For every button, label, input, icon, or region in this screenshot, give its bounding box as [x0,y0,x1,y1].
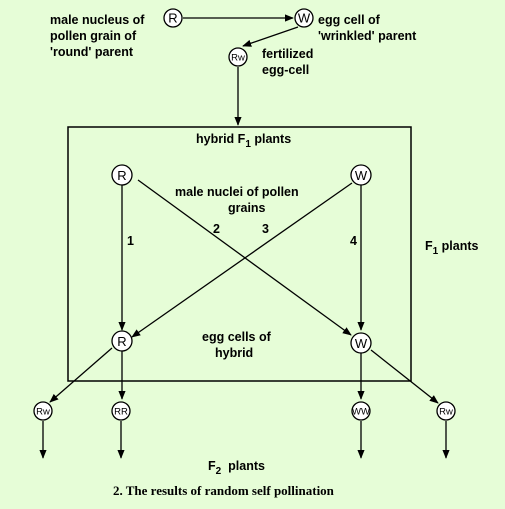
svg-text:RR: RR [114,407,128,418]
hybrid-title: hybrid F1 plants [196,132,291,150]
male-nucleus-label: male nucleus of pollen grain of 'round' … [50,13,148,59]
arrow-egg-to-fertilized [242,26,299,47]
svg-text:Rw: Rw [439,407,453,418]
arrow-to-offspring-4 [370,349,439,404]
arrow-label-3: 3 [262,222,269,236]
offspring-node: Rw [436,401,456,421]
figure-caption: 2. The results of random self pollinatio… [113,483,335,498]
f2-plants-label: F2 plants [208,459,265,477]
egg-cells-label: egg cells of hybrid [202,330,274,360]
svg-text:R: R [117,334,126,349]
egg-node-w: W [350,332,372,354]
parent-wrinkled-node: W [294,8,314,28]
arrow-to-offspring-1 [49,347,113,403]
svg-text:R: R [168,11,177,26]
offspring-node: WW [351,401,371,421]
offspring-node: Rw [33,401,53,421]
arrow-label-4: 4 [350,234,357,248]
f1-plants-label: F1 plants [425,239,479,257]
fertilized-label: fertilized egg-cell [262,47,317,77]
arrow-3 [131,182,353,338]
egg-node-r: R [111,330,133,352]
offspring-node: RR [111,401,131,421]
svg-text:W: W [355,336,368,351]
svg-text:R: R [117,168,126,183]
arrow-label-1: 1 [127,234,134,248]
egg-cell-label: egg cell of 'wrinkled' parent [318,13,417,43]
hybrid-box [67,126,412,382]
svg-text:W: W [355,168,368,183]
pollen-node-w: W [350,164,372,186]
fertilized-egg-node: Rw [228,47,248,67]
pollen-node-r: R [111,164,133,186]
svg-text:Rw: Rw [36,407,50,418]
male-nuclei-label: male nuclei of pollen grains [175,185,302,215]
svg-text:Rw: Rw [231,53,245,64]
svg-text:W: W [298,11,311,26]
svg-text:WW: WW [352,407,370,418]
arrow-label-2: 2 [213,222,220,236]
parent-round-node: R [163,8,183,28]
